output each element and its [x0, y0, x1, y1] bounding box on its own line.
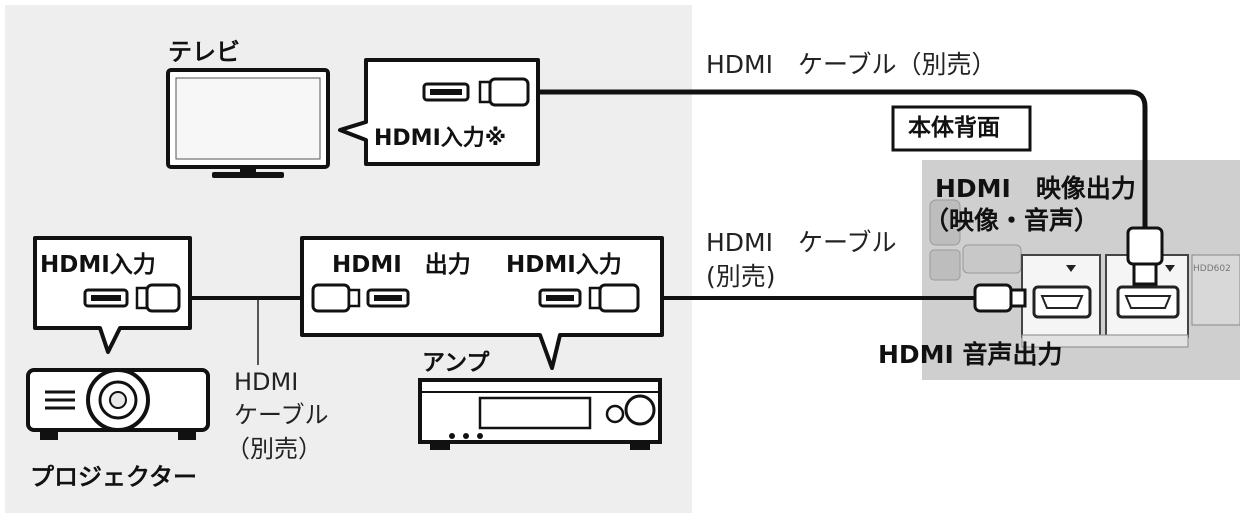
- projector-label: プロジェクター: [30, 463, 198, 491]
- projector-cable-label-2: ケーブル: [234, 401, 329, 429]
- projector-icon: [26, 368, 210, 440]
- audio-output-label: HDMI 音声出力: [878, 340, 1063, 369]
- video-output-port: [1116, 285, 1180, 319]
- video-output-label: HDMI 映像出力: [935, 174, 1136, 203]
- amplifier-label: アンプ: [422, 350, 490, 376]
- amp-cable-label-1: HDMI ケーブル: [706, 228, 897, 257]
- amp-callout: [300, 236, 664, 370]
- projector-hdmi-port-icon: [83, 288, 129, 308]
- amp-hdmi-output-label: HDMI 出力: [332, 252, 471, 278]
- projector-hdmi-plug-icon: [135, 283, 181, 313]
- video-output-sublabel: （映像・音声）: [924, 206, 1100, 235]
- projector-cable-label-1: HDMI: [234, 368, 299, 396]
- amp-hdmi-input-label: HDMI入力: [506, 252, 622, 278]
- tv-hdmi-port-icon: [422, 82, 470, 102]
- tv-label: テレビ: [168, 38, 240, 66]
- tv-cable-label: HDMI ケーブル（別売）: [706, 50, 997, 79]
- amp-input-plug-icon: [588, 283, 640, 313]
- projector-hdmi-input-label: HDMI入力: [40, 252, 156, 278]
- hdmi-plug-audio: [973, 283, 1027, 313]
- hdmi-cable-tv: [528, 89, 1148, 232]
- amp-input-port-icon: [538, 288, 582, 308]
- amplifier-icon: [418, 378, 662, 450]
- tv-hdmi-input-label: HDMI入力※: [374, 126, 507, 151]
- amp-output-port-icon: [366, 288, 410, 308]
- amp-output-plug-icon: [311, 283, 361, 313]
- amp-cable-label-2: (別売): [706, 262, 776, 291]
- tv-hdmi-plug-icon: [478, 77, 530, 107]
- tv-icon: [166, 68, 330, 178]
- projector-cable-label-3: （別売）: [226, 435, 322, 463]
- svg-text:HDD602: HDD602: [1193, 264, 1231, 274]
- hdmi-plug-vertical: [1126, 226, 1164, 286]
- rear-panel-title: 本体背面: [908, 115, 1000, 141]
- audio-output-port: [1032, 285, 1092, 319]
- rear-panel-label-box: [891, 105, 1032, 152]
